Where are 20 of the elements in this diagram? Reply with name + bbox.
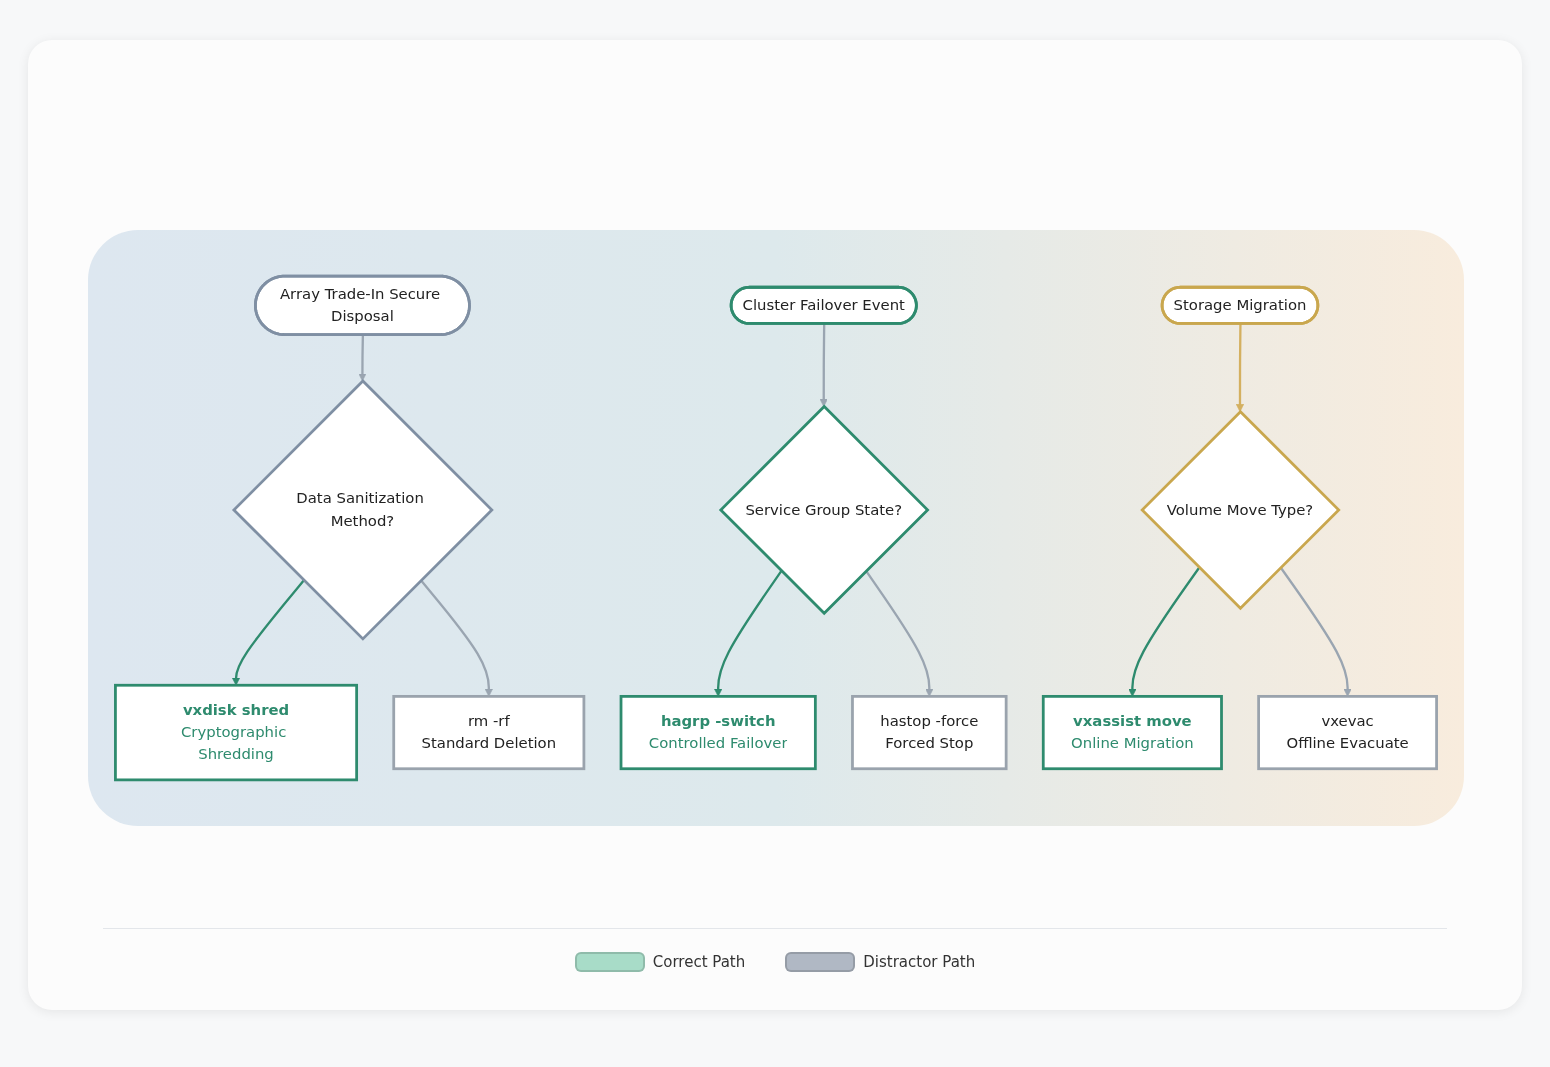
node-box: vxevac Offline Evacuate <box>1257 695 1438 771</box>
arrow <box>865 570 934 697</box>
node-diamond: Service Group State? <box>718 404 930 616</box>
arrow <box>231 579 305 686</box>
arrow <box>1279 566 1352 697</box>
legend-label: Distractor Path <box>863 953 976 971</box>
node-diamond: Volume Move Type? <box>1140 409 1341 611</box>
node-diamond: Data Sanitization Method? <box>231 379 494 641</box>
node-box: rm -rf Standard Deletion <box>392 695 586 771</box>
node-box: hagrp -switch Controlled Failover <box>619 695 817 771</box>
node-box: vxassist move Online Migration <box>1041 695 1223 771</box>
arrow <box>358 335 367 382</box>
legend-label: Correct Path <box>652 953 746 971</box>
node-box: vxdisk shred Cryptographic Shredding <box>114 683 358 782</box>
arrow <box>819 323 828 407</box>
arrow <box>714 570 783 697</box>
arrow <box>1128 566 1201 697</box>
node-box: hastop -force Forced Stop <box>851 695 1008 771</box>
arrow <box>420 579 493 697</box>
arrow <box>1235 323 1245 412</box>
